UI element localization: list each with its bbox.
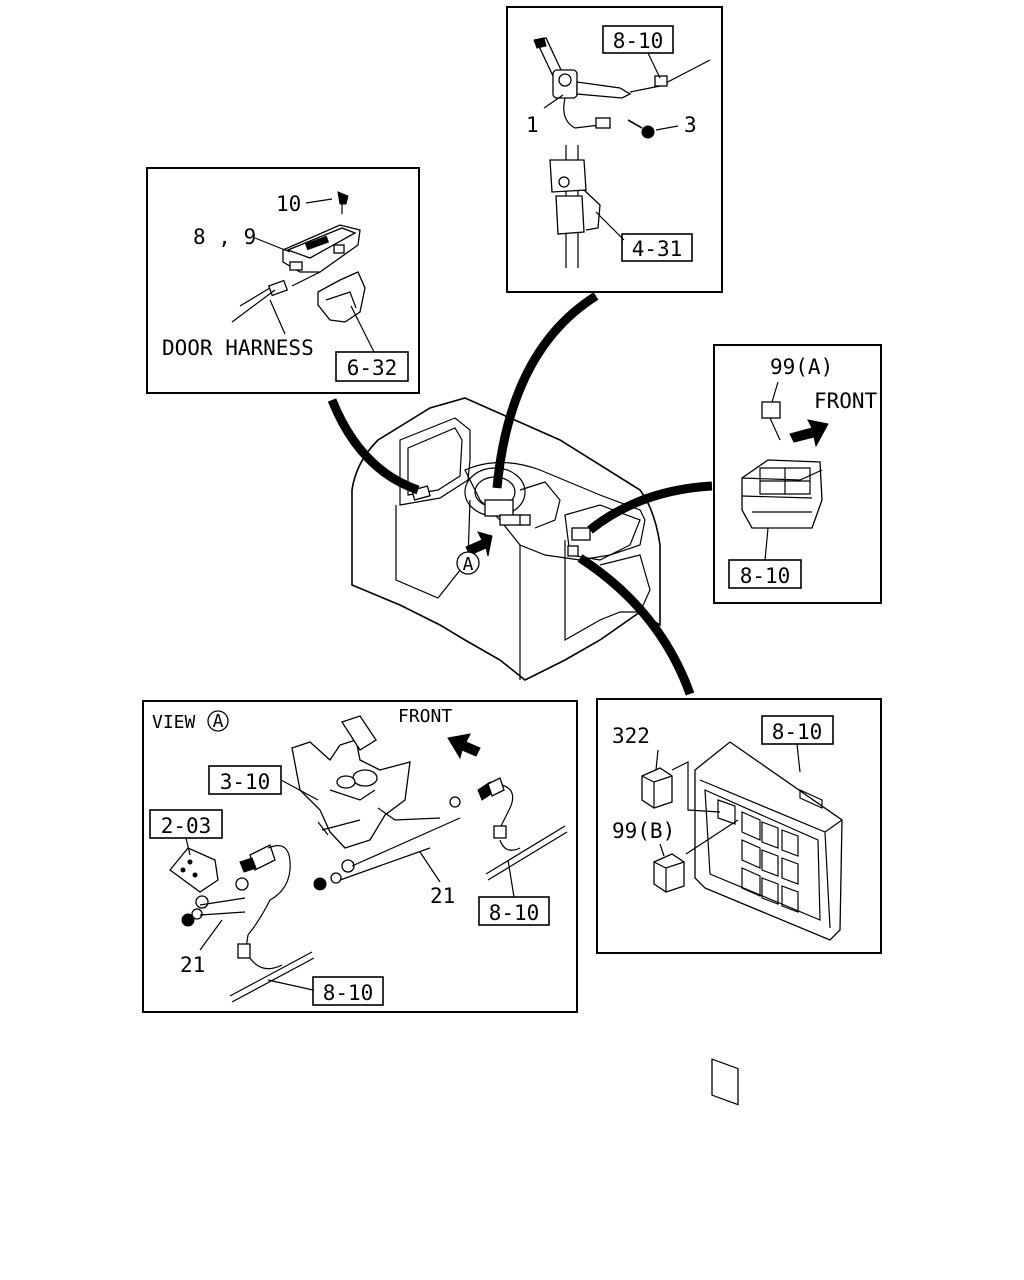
front-label: FRONT [814, 389, 878, 413]
relay-322-icon [641, 749, 673, 809]
view-label: VIEW [152, 712, 196, 733]
screw-icon [337, 191, 349, 214]
ref-8-10-label: 8-10 [613, 29, 664, 53]
part-21-label: 21 [430, 884, 455, 908]
front-arrow-icon [789, 419, 829, 448]
door-harness-label: DOOR HARNESS [162, 336, 314, 360]
brake-switch-right [313, 777, 514, 891]
ref-4-31-label: 4-31 [632, 237, 683, 261]
part-99b-label: 99(B) [612, 819, 675, 843]
callout-lines [327, 292, 713, 696]
part-21-label: 21 [180, 953, 205, 977]
front-label: FRONT [398, 706, 452, 727]
relay-99b-icon [653, 843, 685, 893]
part-99a-label: 99(A) [770, 355, 833, 379]
switch-bracket [169, 847, 219, 893]
view-a-marker: A [213, 711, 224, 732]
ref-8-10-label: 8-10 [772, 720, 823, 744]
steering-column-panel: 8-10 1 3 4-31 [506, 6, 723, 293]
ref-8-10-label: 8-10 [323, 981, 374, 1005]
ref-8-10-label: 8-10 [740, 564, 791, 588]
part-322-label: 322 [612, 724, 650, 748]
ref-8-10-label: 8-10 [489, 901, 540, 925]
ref-6-32-label: 6-32 [347, 356, 398, 380]
part-8-9-label: 8 , 9 [193, 225, 256, 249]
pedal-bracket [291, 715, 441, 849]
door-switch-panel: 10 8 , 9 DOOR HARNESS 6-32 [146, 167, 420, 394]
brake-switch-left [181, 844, 291, 959]
front-arrow-icon [447, 733, 481, 760]
part-1-label: 1 [526, 113, 539, 137]
view-a-marker: A [463, 554, 474, 575]
view-a-panel: VIEW A FRONT 3-10 2-03 [142, 700, 578, 1013]
combination-switch [533, 37, 711, 129]
cab-illustration [351, 397, 661, 681]
window-switch [282, 224, 361, 273]
relay-icon [761, 381, 781, 441]
bolt-icon [627, 119, 655, 139]
relay-panel: 99(A) FRONT 8-10 [713, 344, 882, 604]
steering-shaft [549, 145, 601, 268]
fuse-box-panel: 322 99(B) 8-10 [596, 698, 882, 1106]
view-a-arrow: A [456, 531, 493, 575]
fuse-box [694, 741, 843, 1106]
relay-block [741, 459, 823, 529]
part-3-label: 3 [684, 113, 697, 137]
ref-2-03-label: 2-03 [161, 814, 212, 838]
part-10-label: 10 [276, 192, 301, 216]
ref-3-10-label: 3-10 [220, 770, 271, 794]
